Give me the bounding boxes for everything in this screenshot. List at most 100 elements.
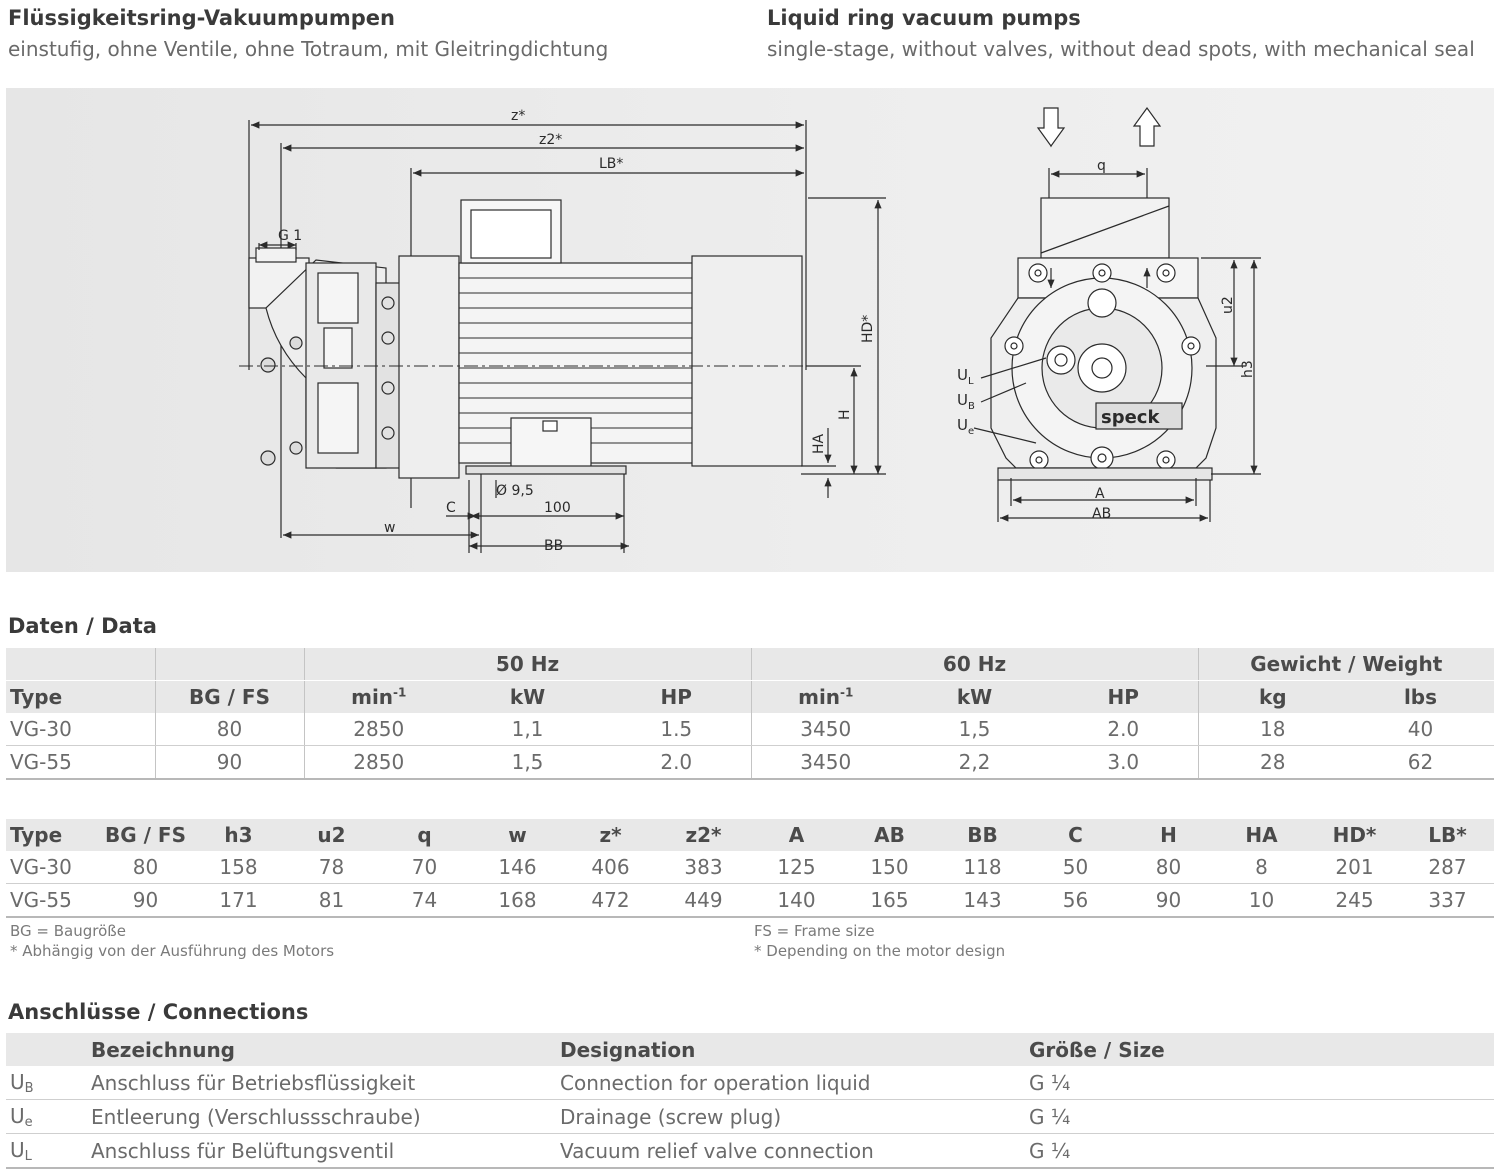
end-view xyxy=(973,106,1261,522)
data-table-group-header: 50 Hz 60 Hz Gewicht / Weight xyxy=(6,648,1494,681)
dim-hd-label: HD* xyxy=(860,315,876,343)
cell: 287 xyxy=(1401,851,1494,884)
dim-bb-label: BB xyxy=(544,538,563,554)
cell-hp50: 1.5 xyxy=(602,713,752,746)
col-hp60: HP xyxy=(1049,680,1199,713)
note-motor-en: * Depending on the motor design xyxy=(754,942,1006,960)
dim-ab-label: AB xyxy=(1092,506,1111,522)
port-ue-label: Ue xyxy=(957,416,974,437)
header-left: Flüssigkeitsring-Vakuumpumpen einstufig,… xyxy=(8,4,608,66)
cell: 245 xyxy=(1308,883,1401,918)
dim-a-label: A xyxy=(1095,486,1105,502)
table-row: UL Anschluss für Belüftungsventil Vacuum… xyxy=(6,1133,1494,1169)
dim-col-w: w xyxy=(471,819,564,851)
cell: 143 xyxy=(936,883,1029,918)
conn-col-sym xyxy=(6,1033,87,1066)
cell: 406 xyxy=(564,851,657,884)
title-de: Flüssigkeitsring-Vakuumpumpen xyxy=(8,6,395,30)
dim-100-label: 100 xyxy=(544,500,571,516)
dim-z2-label: z2* xyxy=(539,132,562,148)
cell-type: VG-55 xyxy=(6,745,156,780)
dim-col-z: z* xyxy=(564,819,657,851)
cell-hp50: 2.0 xyxy=(602,745,752,780)
cell: 78 xyxy=(285,851,378,884)
subtitle-en: single-stage, without valves, without de… xyxy=(767,37,1475,61)
cell: 168 xyxy=(471,883,564,918)
port-ul-label: UL xyxy=(957,366,974,387)
conn-sym: UB xyxy=(6,1066,87,1100)
cell: 201 xyxy=(1308,851,1401,884)
conn-designation: Drainage (screw plug) xyxy=(556,1099,1025,1134)
dim-w-label: w xyxy=(384,520,395,536)
conn-bezeichnung: Anschluss für Betriebsflüssigkeit xyxy=(87,1066,556,1100)
dim-col-lb: LB* xyxy=(1401,819,1494,851)
conn-designation: Vacuum relief valve connection xyxy=(556,1133,1025,1169)
cell-hp60: 2.0 xyxy=(1049,713,1199,746)
connections-table: Bezeichnung Designation Größe / Size UB … xyxy=(6,1033,1494,1169)
dim-u2-label: u2 xyxy=(1220,296,1236,314)
subtitle-de: einstufig, ohne Ventile, ohne Totraum, m… xyxy=(8,37,609,61)
connections-table-header: Bezeichnung Designation Größe / Size xyxy=(6,1033,1494,1066)
cell-type: VG-30 xyxy=(6,713,156,746)
brand-logo: speck xyxy=(1101,407,1160,428)
cell: 81 xyxy=(285,883,378,918)
cell: VG-55 xyxy=(6,883,99,918)
technical-drawing: z* z2* LB* G 1 HD* H HA Ø 9,5 C 100 w BB xyxy=(6,88,1494,572)
table-row: VG-55 90 171 81 74 168 472 449 140 165 1… xyxy=(6,883,1494,918)
dim-col-bgfs: BG / FS xyxy=(99,819,192,851)
cell: 337 xyxy=(1401,883,1494,918)
conn-bezeichnung: Entleerung (Verschlussschraube) xyxy=(87,1099,556,1134)
cell: 10 xyxy=(1215,883,1308,918)
cell: 90 xyxy=(99,883,192,918)
cell: 80 xyxy=(1122,851,1215,884)
cell: 472 xyxy=(564,883,657,918)
conn-sym: Ue xyxy=(6,1099,87,1134)
cell-bgfs: 90 xyxy=(155,745,305,780)
cell-kw50: 1,1 xyxy=(453,713,602,746)
note-fs: FS = Frame size xyxy=(754,922,875,940)
dim-col-ab: AB xyxy=(843,819,936,851)
cell-min50: 2850 xyxy=(304,745,453,780)
conn-col-designation: Designation xyxy=(556,1033,1025,1066)
cell-lbs: 62 xyxy=(1347,745,1494,780)
cell: 74 xyxy=(378,883,471,918)
table-row: VG-55 90 2850 1,5 2.0 3450 2,2 3.0 28 62 xyxy=(6,745,1494,780)
dim-col-q: q xyxy=(378,819,471,851)
dim-h3-label: h3 xyxy=(1240,360,1256,378)
col-hp50: HP xyxy=(602,680,752,713)
cell: 56 xyxy=(1029,883,1122,918)
conn-col-bezeichnung: Bezeichnung xyxy=(87,1033,556,1066)
cell-kw60: 2,2 xyxy=(900,745,1049,780)
col-min60: min-1 xyxy=(751,680,900,713)
cell-lbs: 40 xyxy=(1347,713,1494,746)
cell: 125 xyxy=(750,851,843,884)
col-bgfs: BG / FS xyxy=(155,680,305,713)
dim-col-h3: h3 xyxy=(192,819,285,851)
col-lbs: lbs xyxy=(1347,680,1494,713)
cell: 165 xyxy=(843,883,936,918)
note-motor-de: * Abhängig von der Ausführung des Motors xyxy=(10,942,335,960)
conn-col-size: Größe / Size xyxy=(1025,1033,1494,1066)
dim-col-type: Type xyxy=(6,819,99,851)
pump-drawing-svg: z* z2* LB* G 1 HD* H HA Ø 9,5 C 100 w BB xyxy=(239,106,1261,554)
cell: 449 xyxy=(657,883,750,918)
cell: 80 xyxy=(99,851,192,884)
dim-c-label: C xyxy=(446,500,456,516)
col-kw60: kW xyxy=(900,680,1049,713)
title-en: Liquid ring vacuum pumps xyxy=(767,6,1081,30)
dim-col-u2: u2 xyxy=(285,819,378,851)
cell: 90 xyxy=(1122,883,1215,918)
port-ub-label: UB xyxy=(957,391,975,412)
dim-col-ha: HA xyxy=(1215,819,1308,851)
dim-col-bb: BB xyxy=(936,819,1029,851)
dim-d95-label: Ø 9,5 xyxy=(496,483,534,499)
cell: 171 xyxy=(192,883,285,918)
dim-q-label: q xyxy=(1097,158,1106,174)
cell: 150 xyxy=(843,851,936,884)
dim-col-hd: HD* xyxy=(1308,819,1401,851)
dim-g1-label: G 1 xyxy=(278,228,302,244)
cell-kg: 18 xyxy=(1198,713,1347,746)
connections-title: Anschlüsse / Connections xyxy=(8,1000,309,1024)
cell-kw50: 1,5 xyxy=(453,745,602,780)
cell: 70 xyxy=(378,851,471,884)
